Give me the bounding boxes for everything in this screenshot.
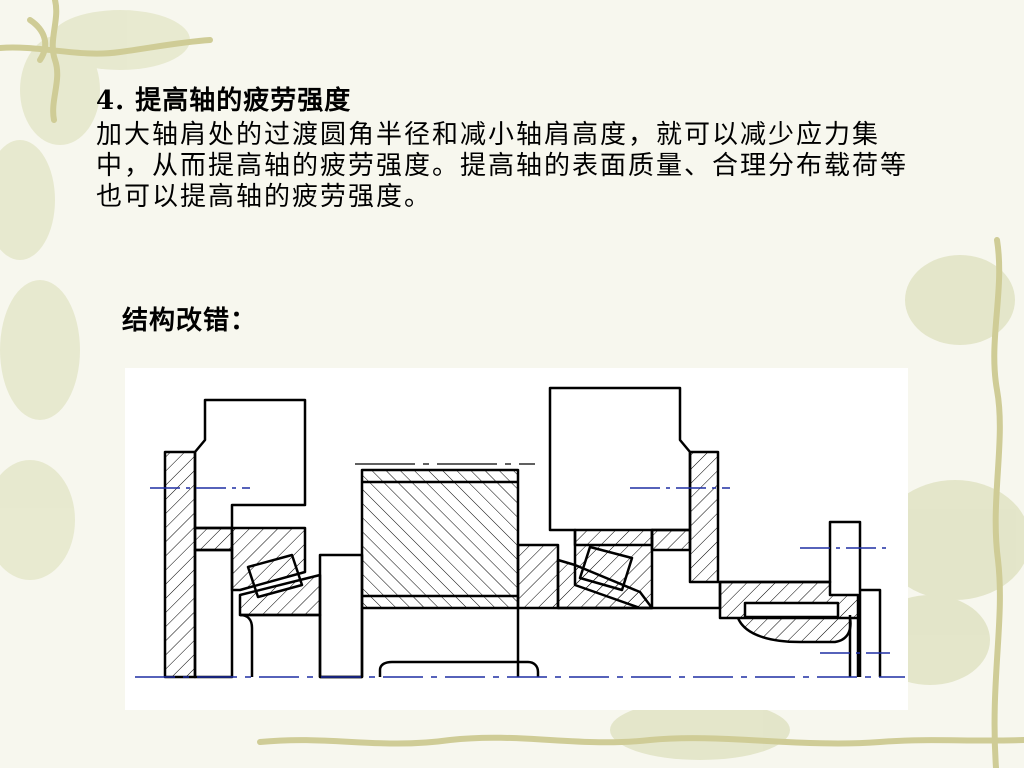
shaft-left-bore (239, 613, 254, 677)
shaft-structure-drawing (125, 368, 908, 710)
right-housing (548, 386, 692, 547)
centerlines (135, 487, 905, 678)
shaft-right-end (860, 588, 882, 677)
right-end-cap (688, 450, 720, 584)
shaft-key-bottom (378, 660, 540, 677)
right-bearing-inner (556, 558, 654, 610)
left-cover (193, 526, 234, 552)
figure-caption: 结构改错： (122, 306, 258, 336)
gear-hub (360, 468, 520, 610)
left-housing (193, 398, 307, 530)
shaft-left-collar (318, 553, 364, 679)
left-spacer (193, 548, 234, 679)
right-sleeve (516, 543, 560, 610)
vine-left (0, 0, 213, 123)
shaft-drawing-svg (135, 386, 905, 679)
slide-heading: 4. 提高轴的疲劳强度 (96, 86, 352, 116)
left-end-cap (163, 450, 197, 679)
right-cover (650, 528, 692, 552)
coupling-key (743, 601, 840, 619)
coupling-keyway (736, 617, 852, 644)
vine-bottom (257, 734, 1024, 747)
slide-paragraph: 加大轴肩处的过渡圆角半径和减小轴肩高度，就可以减少应力集中，从而提高轴的疲劳强度… (96, 120, 909, 212)
vine-right (991, 237, 1003, 768)
